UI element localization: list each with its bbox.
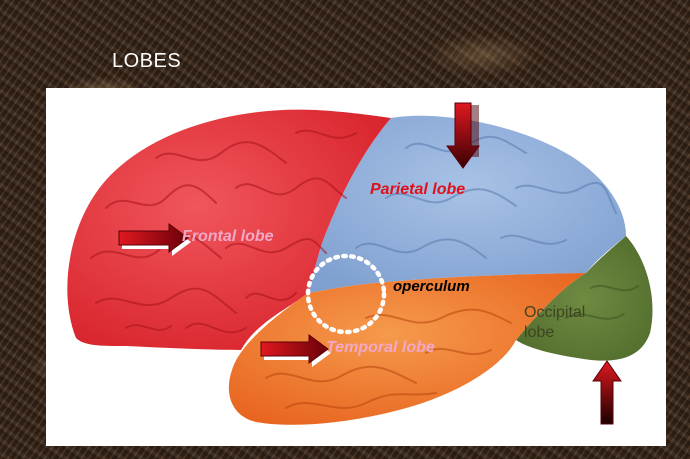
- occipital-label-line-1: Occipital: [524, 304, 586, 321]
- arrow-right-icon: [260, 334, 331, 367]
- gyri-texture: [90, 129, 639, 409]
- frontal-lobe-label: Frontal lobe: [182, 228, 274, 245]
- parietal-lobe-label: Parietal lobe: [370, 181, 466, 198]
- arrow-right-icon: [118, 223, 191, 256]
- occipital-lobe: [516, 236, 653, 361]
- arrow-up-icon: [592, 360, 623, 426]
- temporal-lobe: [228, 273, 586, 425]
- slide-title: LOBES: [112, 50, 182, 72]
- brain-figure-panel: Parietal lobe Frontal lobe operculum Tem…: [46, 88, 666, 446]
- brain-diagram: [67, 102, 653, 426]
- operculum-ring: [305, 253, 387, 335]
- arrow-down-icon: [446, 102, 480, 169]
- occipital-lobe-label: Occipital lobe: [524, 303, 634, 343]
- operculum-label: operculum: [393, 278, 470, 295]
- temporal-lobe-label: Temporal lobe: [326, 339, 435, 356]
- frontal-lobe: [67, 109, 392, 350]
- occipital-label-line-2: lobe: [524, 324, 555, 341]
